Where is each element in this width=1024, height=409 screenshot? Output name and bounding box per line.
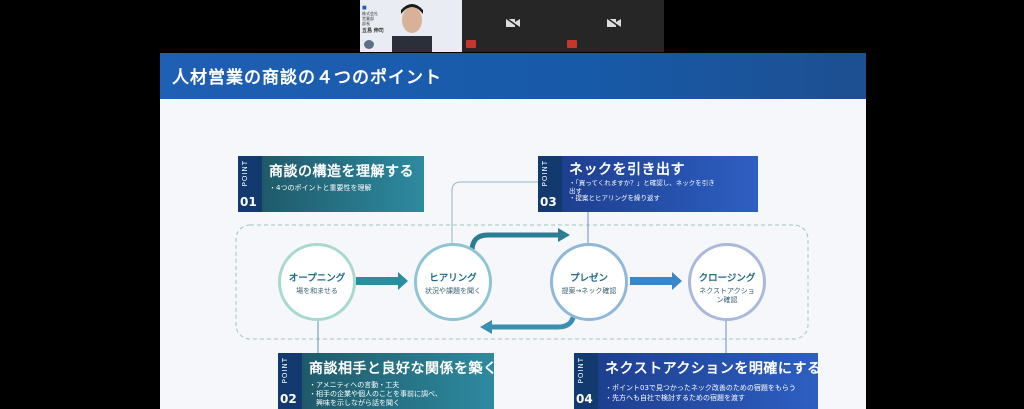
stage-title: クロージング — [698, 273, 756, 284]
shared-slide: 人材営業の商談の４つのポイント オープニング 場を和ませる ヒアリング — [160, 53, 866, 409]
slide-title: 人材営業の商談の４つのポイント — [172, 68, 442, 88]
point-body: ネックを引き出す ・「買ってくれますか？」と確認し、ネックを引き 出す ・提案と… — [562, 156, 758, 212]
point-line: ・4つのポイントと重要性を理解 — [269, 184, 372, 192]
mic-muted-icon — [567, 40, 577, 48]
card-line: 部長 — [362, 21, 370, 26]
point-card-04: POINT 04 ネクストアクションを明確にする ・ポイント03で見つかったネッ… — [574, 353, 822, 409]
stage-hearing: ヒアリング 状況や課題を聞く — [414, 243, 492, 321]
stage-opening: オープニング 場を和ませる — [278, 243, 356, 321]
point-heading: ネクストアクションを明確にする — [605, 361, 822, 377]
point-number: 04 — [576, 392, 593, 406]
point-line: ・先方へも自社で検討するための宿題を渡す — [605, 394, 745, 402]
point-label: POINT — [577, 357, 585, 384]
point-heading: ネックを引き出す — [569, 162, 685, 178]
point-body: ネクストアクションを明確にする ・ポイント03で見つかったネック改善のための宿題… — [598, 353, 822, 409]
stage-subtitle: 状況や課題を聞く — [425, 287, 481, 295]
point-heading: 商談の構造を理解する — [269, 164, 414, 180]
point-number: 03 — [540, 195, 557, 209]
stage-title: オープニング — [288, 273, 346, 284]
card-line: 営業部 — [362, 16, 374, 21]
card-name: 五島 伸司 — [362, 28, 384, 34]
participant-video-tile[interactable] — [563, 0, 664, 52]
point-card-03: POINT 03 ネックを引き出す ・「買ってくれますか？」と確認し、ネックを引… — [538, 156, 758, 212]
point-line: 出す — [569, 186, 582, 195]
point-label: POINT — [241, 160, 249, 187]
camera-off-icon — [506, 18, 520, 28]
point-tag: POINT 04 — [574, 353, 598, 409]
stage-subtitle: 場を和ませる — [296, 287, 338, 295]
point-number: 02 — [280, 392, 297, 406]
point-label: POINT — [281, 357, 289, 384]
point-tag: POINT 02 — [278, 353, 302, 409]
point-line: ・提案とヒアリングを繰り返す — [569, 194, 660, 202]
point-body: 商談相手と良好な関係を築く ・アメニティへの言動・工夫 ・相手の企業や個人のこと… — [302, 353, 498, 409]
card-line: 株式会社 — [362, 11, 378, 16]
stage-closing: クロージング ネクストアクション確認 — [688, 243, 766, 321]
stage-presentation: プレゼン 提案→ネック確認 — [550, 243, 628, 321]
point-line: ・相手の企業や個人のことを事前に調べ、 — [309, 390, 442, 398]
point-card-02: POINT 02 商談相手と良好な関係を築く ・アメニティへの言動・工夫 ・相手… — [278, 353, 498, 409]
stage-subtitle: ネクストアクション確認 — [699, 287, 755, 304]
point-heading: 商談相手と良好な関係を築く — [309, 361, 498, 377]
person-silhouette — [392, 4, 432, 52]
stage-title: ヒアリング — [429, 273, 477, 284]
camera-off-icon — [607, 18, 621, 28]
mic-icon[interactable] — [364, 40, 374, 49]
participant-video-tile[interactable] — [462, 0, 563, 52]
point-line: 興味を示しながら話を聞く — [309, 399, 400, 407]
point-tag: POINT 01 — [238, 156, 262, 212]
stage-subtitle: 提案→ネック確認 — [561, 287, 617, 295]
point-number: 01 — [240, 195, 257, 209]
self-video-tile[interactable]: ■ 株式会社 営業部 部長 五島 伸司 — [360, 0, 462, 52]
slide-header: 人材営業の商談の４つのポイント — [160, 53, 866, 99]
stage-title: プレゼン — [569, 273, 608, 284]
point-line: ・アメニティへの言動・工夫 — [309, 381, 400, 389]
point-body: 商談の構造を理解する ・4つのポイントと重要性を理解 — [262, 156, 424, 212]
mic-muted-icon — [466, 40, 476, 48]
point-label: POINT — [541, 160, 549, 187]
point-tag: POINT 03 — [538, 156, 562, 212]
point-line: ・「買ってくれますか？」と確認し、ネックを引き — [569, 179, 715, 187]
business-card: ■ 株式会社 営業部 部長 五島 伸司 — [362, 6, 390, 46]
point-line: ・ポイント03で見つかったネック改善のための宿題をもらう — [605, 384, 796, 392]
point-card-01: POINT 01 商談の構造を理解する ・4つのポイントと重要性を理解 — [238, 156, 424, 212]
